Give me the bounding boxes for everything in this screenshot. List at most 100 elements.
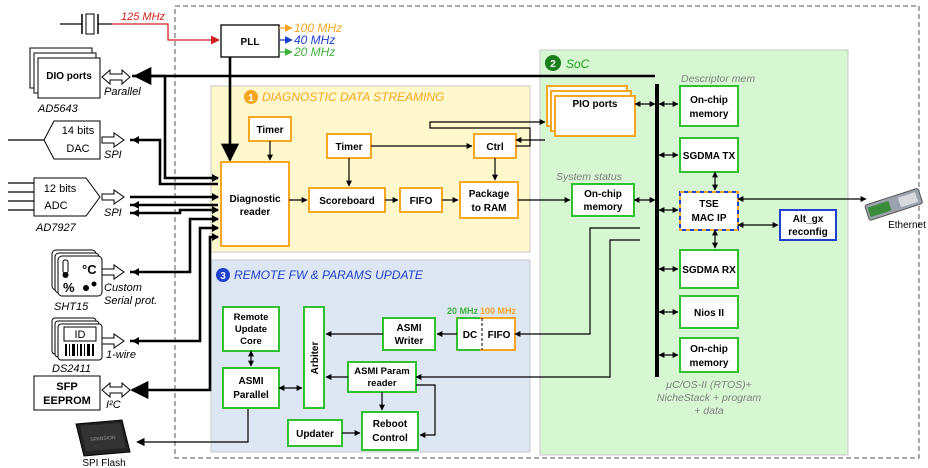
reboot-label-2: Control <box>372 433 408 444</box>
celsius-label: °C <box>82 262 97 277</box>
arbiter-label: Arbiter <box>310 342 321 375</box>
system-status-label: System status <box>556 171 623 183</box>
pkg-label-2: to RAM <box>472 203 507 214</box>
diag-title: DIAGNOSTIC DATA STREAMING <box>262 90 444 104</box>
dio-ports: DIO ports <box>29 47 101 99</box>
prog-ocm-label-2: memory <box>690 358 729 369</box>
dac-interface: SPI <box>104 149 122 161</box>
param-label-2: reader <box>367 378 396 389</box>
soc-number: 2 <box>550 59 556 70</box>
adc-label: ADC <box>44 200 67 212</box>
id-label: ID <box>75 329 86 341</box>
ruc-label-2: Update <box>235 324 267 335</box>
pkg-label-1: Package <box>469 189 510 200</box>
remote-update-core-block <box>222 306 280 352</box>
diag-number-badge <box>244 90 258 104</box>
package-to-ram-block <box>459 181 519 219</box>
pio-label: PIO ports <box>572 99 617 110</box>
sht15-sensor: °C % <box>51 249 103 297</box>
status-ocm-label-2: memory <box>584 202 623 213</box>
dio-label: DIO ports <box>46 71 92 82</box>
scoreboard-block <box>308 187 386 213</box>
dac-bits: 14 bits <box>62 125 95 137</box>
program-onchip-memory-block <box>679 337 739 373</box>
dac-block: 14 bits DAC <box>8 120 101 160</box>
reader-label-2: reader <box>240 207 271 218</box>
tse-label-1: TSE <box>699 199 719 210</box>
diag-fifo-label: FIFO <box>410 196 433 207</box>
sgdma-rx-block <box>679 249 739 289</box>
adc-bits: 12 bits <box>44 183 77 195</box>
asmi-par-label-1: ASMI <box>239 376 264 387</box>
pio-ports-block: PIO ports <box>546 85 636 137</box>
diagnostic-reader-block <box>220 161 290 247</box>
remote-title: REMOTE FW & PARAMS UPDATE <box>234 268 424 282</box>
alt-gx-reconfig-block <box>779 209 837 241</box>
ds2411-part: DS2411 <box>52 363 91 375</box>
remote-number: 3 <box>220 271 226 282</box>
sfp-label-1: SFP <box>56 381 77 393</box>
timer-b-label: Timer <box>335 142 362 153</box>
sht15-part: SHT15 <box>54 301 89 313</box>
humidity-label: % <box>63 280 75 295</box>
scoreboard-label: Scoreboard <box>319 196 375 207</box>
sfp-eeprom-block <box>33 375 101 411</box>
asmi-param-reader-block <box>347 361 417 393</box>
asmi-w-label-2: Writer <box>395 336 424 347</box>
asmi-par-label-2: Parallel <box>233 390 269 401</box>
adc-block: 12 bits ADC <box>8 177 101 217</box>
arbiter-block <box>303 306 325 409</box>
dc-fifo-label: FIFO <box>488 330 511 341</box>
dc-label: DC <box>463 330 477 341</box>
prog-ocm-label-1: On-chip <box>690 344 728 355</box>
status-onchip-memory-block <box>571 183 635 217</box>
alt-label-1: Alt_gx <box>793 214 824 225</box>
droplet-icon <box>83 281 97 291</box>
sfp-label-2: EEPROM <box>43 395 91 407</box>
sgdma-rx-label: SGDMA RX <box>682 265 736 276</box>
clock-100-label: 100 MHz <box>294 21 342 35</box>
descriptor-onchip-memory-block <box>679 85 739 127</box>
thermometer-icon <box>62 259 69 278</box>
timer-a-label: Timer <box>256 125 283 136</box>
nios-label: Nios II <box>694 308 724 319</box>
ruc-label-1: Remote <box>234 312 269 323</box>
dc-clock-100: 100 MHz <box>480 306 517 316</box>
sht15-interface-2: Serial prot. <box>104 295 157 307</box>
tse-mac-ip-block <box>679 191 739 231</box>
sht15-interface-1: Custom <box>104 282 142 294</box>
clock-20-label: 20 MHz <box>293 45 335 59</box>
asmi-parallel-block <box>222 367 280 409</box>
software-line-2: NicheStack + program <box>657 392 761 404</box>
ruc-label-3: Core <box>240 336 262 347</box>
updater-block <box>287 419 343 447</box>
pll-block <box>220 24 280 58</box>
alt-label-2: reconfig <box>788 227 827 238</box>
dio-interface: Parallel <box>104 86 141 98</box>
sfp-transceiver-icon <box>864 188 923 221</box>
tse-label-2: MAC IP <box>692 213 727 224</box>
sgdma-tx-block <box>679 137 739 173</box>
ctrl-block <box>473 133 517 159</box>
clock-40-label: 40 MHz <box>294 33 335 47</box>
timer-b-block <box>326 133 372 159</box>
spi-flash-label: SPI Flash <box>82 458 125 468</box>
nios-ii-block <box>679 295 739 329</box>
flash-chip-text: SPANSION <box>90 435 116 443</box>
spi-flash-chip: SPANSION <box>75 419 131 457</box>
param-label-1: ASMI Param <box>354 366 409 377</box>
adc-part: AD7927 <box>35 222 77 234</box>
timer-a-block <box>248 116 292 142</box>
clock-line <box>112 23 220 45</box>
remote-number-badge <box>216 268 230 282</box>
diag-fifo-block <box>399 187 443 213</box>
soc-title: SoC <box>566 57 590 71</box>
pll-label: PLL <box>241 37 260 48</box>
sfp-interface: I²C <box>106 399 121 411</box>
desc-ocm-label-1: On-chip <box>690 95 728 106</box>
barcode-icon <box>65 344 94 356</box>
status-ocm-label-1: On-chip <box>584 189 622 200</box>
ethernet-label: Ethernet <box>888 220 926 231</box>
soc-number-badge <box>545 55 561 71</box>
